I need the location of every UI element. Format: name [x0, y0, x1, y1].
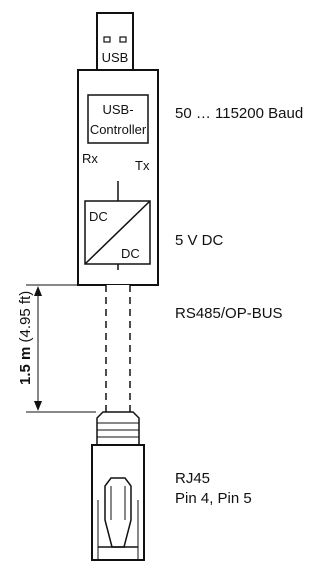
tx-label: Tx — [135, 158, 150, 173]
cable-top-segment — [106, 285, 130, 293]
rj45-boot — [96, 411, 140, 446]
converter-top-label: DC — [89, 209, 108, 224]
cable-length-label: 1.5 m (4.95 ft) — [17, 291, 34, 385]
connector-callout-line1: RJ45 — [175, 470, 211, 487]
dimension-arrow-top — [34, 286, 42, 296]
cable-length-imperial: (4.95 ft) — [17, 291, 34, 347]
converter-diagonal — [84, 200, 151, 265]
bus-callout: RS485/OP-BUS — [175, 305, 283, 322]
voltage-callout: 5 V DC — [175, 232, 224, 249]
connector-callout-line2: Pin 4, Pin 5 — [175, 490, 252, 507]
dimension-arrow-bottom — [34, 401, 42, 411]
controller-label-line2: Controller — [90, 122, 147, 137]
usb-plug-contact-left — [103, 36, 111, 43]
rx-label: Rx — [82, 151, 98, 166]
baud-rate-callout: 50 … 115200 Baud — [175, 105, 304, 122]
controller-label-line1: USB- — [102, 102, 133, 117]
rj45-latch — [104, 477, 132, 548]
controller-box — [87, 94, 149, 144]
usb-plug-label: USB — [102, 50, 129, 65]
cable-length-metric: 1.5 m — [17, 347, 34, 385]
converter-bottom-label: DC — [121, 246, 140, 261]
usb-plug-contact-right — [119, 36, 127, 43]
